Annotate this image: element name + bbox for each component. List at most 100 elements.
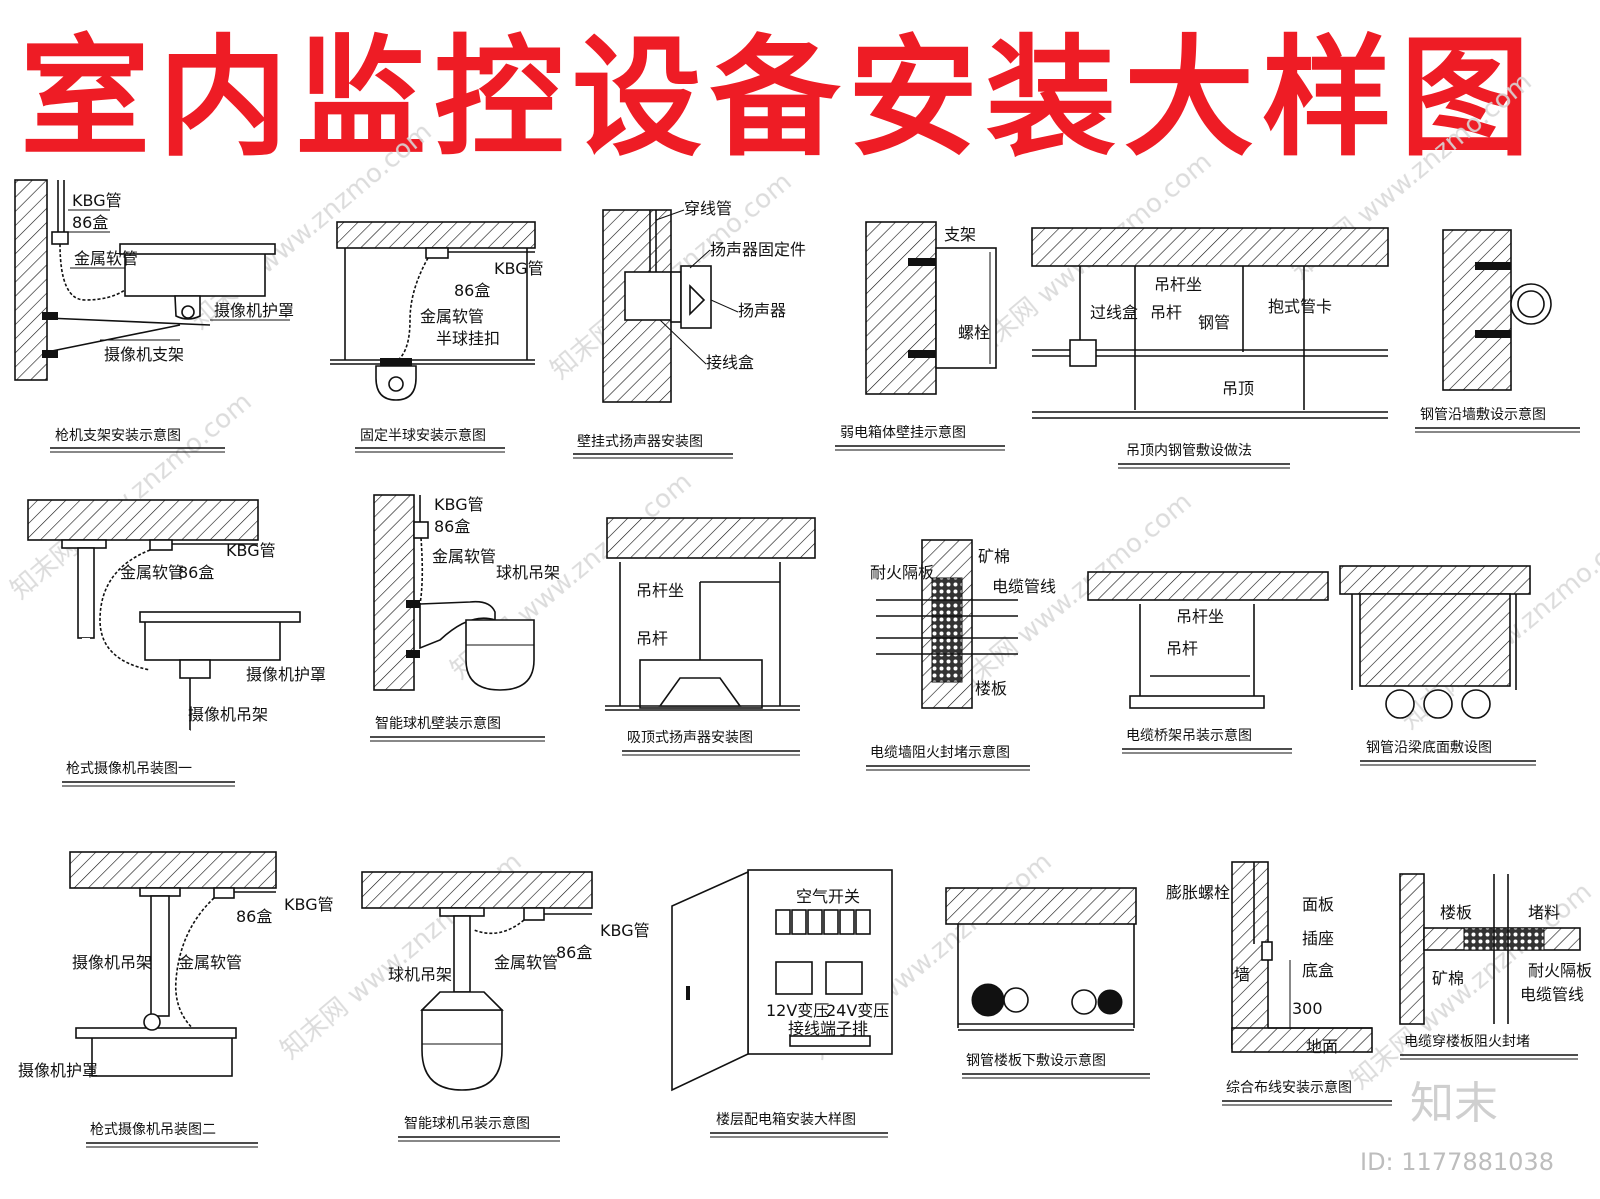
ceiling-slab xyxy=(69,851,277,889)
label-kbg-pipe: KBG管 xyxy=(434,495,484,514)
label-metal-hose: 金属软管 xyxy=(494,953,558,972)
panel-gun-camera-ceiling-2: 86盒 KBG管 摄像机吊架 金属软管 摄像机护罩 枪式摄像机吊装图二 xyxy=(18,851,334,1148)
transformer-12v xyxy=(775,961,813,995)
label-camera-housing: 摄像机护罩 xyxy=(246,665,326,684)
label-expansion-bolt: 膨胀螺栓 xyxy=(1166,883,1230,902)
label-metal-hose: 金属软管 xyxy=(420,307,484,326)
caption: 壁挂式扬声器安装图 xyxy=(577,434,703,450)
speaker xyxy=(680,265,712,329)
steel-pipe xyxy=(1071,989,1097,1015)
ceiling-slab xyxy=(361,871,593,909)
wall xyxy=(14,179,48,381)
label-kbg-pipe: KBG管 xyxy=(72,191,122,210)
label-kbg-pipe: KBG管 xyxy=(226,541,276,560)
label-suspended-ceiling: 吊顶 xyxy=(1222,379,1254,398)
label-height-300: 300 xyxy=(1292,999,1323,1018)
label-steel-pipe: 钢管 xyxy=(1198,313,1230,332)
label-cable: 电缆管线 xyxy=(992,577,1056,596)
panel-pipe-along-wall: 钢管沿墙敷设示意图 xyxy=(1415,229,1580,433)
label-rod-seat: 吊杆坐 xyxy=(1154,275,1202,294)
label-dome-clip: 半球挂扣 xyxy=(436,329,500,348)
caption: 固定半球安装示意图 xyxy=(360,427,486,444)
caption: 枪式摄像机吊装图二 xyxy=(90,1121,216,1138)
cable-tray xyxy=(1129,695,1265,709)
panel-weak-current-box: 支架 螺栓 弱电箱体壁挂示意图 xyxy=(835,221,1005,451)
pull-box xyxy=(1069,339,1097,367)
caption: 楼层配电箱安装大样图 xyxy=(716,1112,856,1128)
label-cable: 电缆管线 xyxy=(1520,985,1584,1004)
label-camera-hanger: 摄像机吊架 xyxy=(188,705,268,724)
dome-hanger xyxy=(453,915,471,993)
label-camera-housing: 摄像机护罩 xyxy=(214,301,294,320)
panel-gun-camera-bracket: KBG管 86盒 金属软管 摄像机护罩 摄像机支架 枪机支架安装示意图 xyxy=(14,179,294,453)
steel-pipe xyxy=(1385,689,1415,719)
terminal-block xyxy=(789,1035,871,1047)
panel-pipe-under-beam: 钢管沿梁底面敷设图 xyxy=(1339,565,1536,766)
label-metal-hose: 金属软管 xyxy=(74,249,138,268)
label-86-box: 86盒 xyxy=(72,213,108,232)
wall xyxy=(1442,229,1512,391)
caption: 钢管沿墙敷设示意图 xyxy=(1420,406,1546,423)
air-switch-row xyxy=(775,909,871,935)
label-12v: 12V变压 xyxy=(766,1001,829,1020)
label-kbg-pipe: KBG管 xyxy=(494,259,544,278)
floor xyxy=(1231,1027,1373,1053)
label-socket: 插座 xyxy=(1302,929,1334,948)
camera-housing xyxy=(124,249,266,297)
panel-distribution-box: 空气开关 12V变压 24V变压 接线端子排 楼层配电箱安装大样图 xyxy=(671,869,893,1138)
panel-wall-speaker: 穿线管 扬声器固定件 扬声器 接线盒 壁挂式扬声器安装图 xyxy=(573,199,806,459)
speaker xyxy=(658,677,742,707)
label-back-box: 底盒 xyxy=(1302,961,1334,980)
wall xyxy=(865,221,937,395)
label-metal-hose: 金属软管 xyxy=(120,563,184,582)
caption: 钢管楼板下敷设示意图 xyxy=(966,1052,1106,1069)
caption: 吸顶式扬声器安装图 xyxy=(627,730,753,746)
distribution-cabinet xyxy=(747,869,893,1055)
caption: 智能球机吊装示意图 xyxy=(404,1115,530,1132)
ceiling-slab xyxy=(1031,227,1389,267)
wall xyxy=(1399,873,1425,1025)
brand-logo: 知末 xyxy=(1410,1078,1498,1129)
panel-dome-ceiling: KBG管 86盒 球机吊架 金属软管 智能球机吊装示意图 xyxy=(361,871,650,1142)
panel-ceiling-speaker: 吊杆坐 吊杆 吸顶式扬声器安装图 xyxy=(605,517,816,756)
page-title: 室内监控设备安装大样图 xyxy=(20,22,1539,174)
caption: 智能球机壁装示意图 xyxy=(375,715,501,732)
label-camera-bracket: 摄像机支架 xyxy=(104,345,184,364)
panel-gun-camera-ceiling-1: 金属软管 86盒 KBG管 摄像机护罩 摄像机吊架 枪式摄像机吊装图一 xyxy=(27,499,326,787)
label-rod: 吊杆 xyxy=(636,629,668,648)
beam xyxy=(1359,593,1511,687)
label-fire-board: 耐火隔板 xyxy=(870,563,934,582)
ceiling-slab xyxy=(945,887,1137,925)
socket-panel xyxy=(1261,941,1273,961)
label-rod: 吊杆 xyxy=(1166,639,1198,658)
ceiling-slab xyxy=(27,499,259,541)
label-86-box: 86盒 xyxy=(454,281,490,300)
label-24v: 24V变压 xyxy=(826,1001,889,1020)
label-junction-box: 接线盒 xyxy=(706,353,754,372)
label-wall: 墙 xyxy=(1234,965,1250,984)
label-mineral-wool: 矿棉 xyxy=(978,547,1010,566)
label-rod-seat: 吊杆坐 xyxy=(1176,607,1224,626)
caption: 吊顶内钢管敷设做法 xyxy=(1126,443,1252,459)
image-id: ID: 1177881038 xyxy=(1360,1148,1554,1176)
label-mineral-wool: 矿棉 xyxy=(1432,969,1464,988)
label-fire-board: 耐火隔板 xyxy=(1528,961,1592,980)
label-86-box: 86盒 xyxy=(178,563,214,582)
steel-pipe xyxy=(1003,987,1029,1013)
label-pull-box: 过线盒 xyxy=(1090,303,1138,322)
label-camera-housing: 摄像机护罩 xyxy=(18,1061,98,1080)
camera-hanger xyxy=(150,895,170,1017)
label-metal-hose: 金属软管 xyxy=(178,953,242,972)
dome-camera xyxy=(465,619,535,691)
panel-cable-tray: 吊杆坐 吊杆 电缆桥架吊装示意图 xyxy=(1087,571,1329,754)
transformer-24v xyxy=(825,961,863,995)
panel-pipe-under-slab: 钢管楼板下敷设示意图 xyxy=(945,887,1150,1079)
panel-wall-firestop: 耐火隔板 矿棉 电缆管线 楼板 电缆墙阻火封堵示意图 xyxy=(866,539,1056,771)
ceiling-slab xyxy=(336,221,536,249)
label-kbg-pipe: KBG管 xyxy=(600,921,650,940)
label-rod: 吊杆 xyxy=(1150,303,1182,322)
steel-pipe xyxy=(971,983,1005,1017)
caption: 电缆墙阻火封堵示意图 xyxy=(870,744,1010,761)
steel-pipe xyxy=(1461,689,1491,719)
label-rod-seat: 吊杆坐 xyxy=(636,581,684,600)
